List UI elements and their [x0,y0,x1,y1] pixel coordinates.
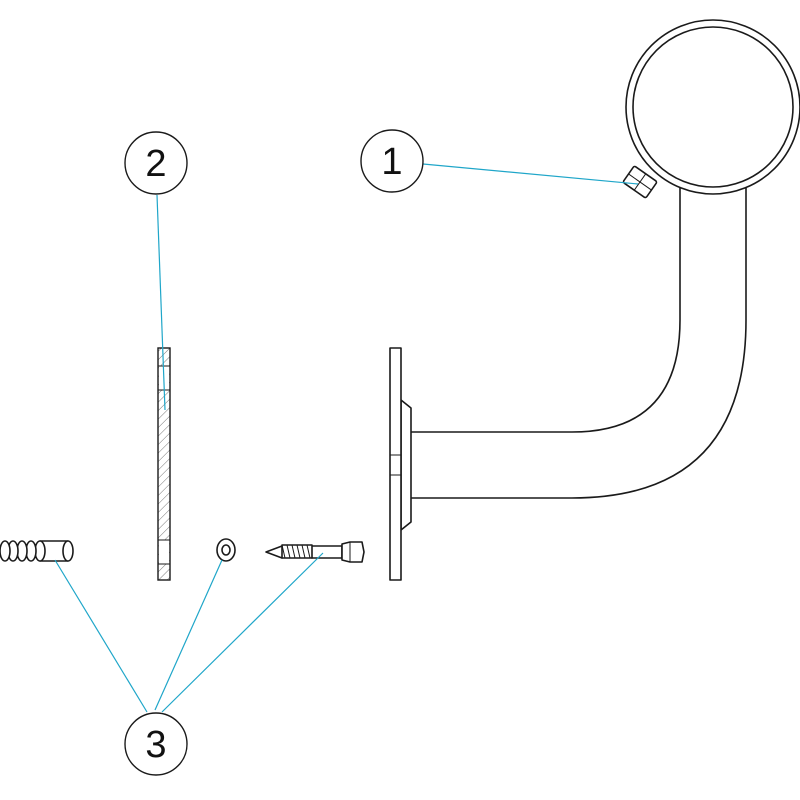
clamp-screw [622,165,658,199]
hex-head-screw [265,541,365,563]
callout-2: 2 [124,131,188,195]
handrail-bracket [389,19,800,581]
leader-line-1 [422,163,639,185]
wall-plate [389,347,402,581]
leader-line-3a [54,559,148,713]
leader-line-3b [154,559,223,711]
wall-plug [0,540,74,562]
gasket-plate [157,347,171,581]
leader-line-2 [156,194,166,411]
callout-2-label: 2 [145,143,166,185]
saddle-ring-inner [632,26,794,188]
saddle-ring-outer [625,19,800,195]
callout-3-label: 3 [145,724,166,766]
leader-line-3c [161,552,324,713]
washer [216,538,236,562]
callout-3: 3 [124,712,188,776]
wall-plate-boss [400,399,412,531]
callout-1-label: 1 [381,141,402,183]
callout-1: 1 [360,129,424,193]
bracket-arm [407,179,681,433]
bracket-arm-outer [407,179,747,499]
leader-lines [54,163,639,713]
